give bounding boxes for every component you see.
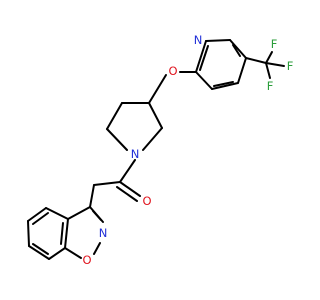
bond xyxy=(27,207,47,222)
bond xyxy=(229,39,247,59)
bond xyxy=(148,74,167,104)
bond xyxy=(211,82,239,90)
bonds xyxy=(27,39,285,260)
bond xyxy=(237,57,247,84)
bond xyxy=(27,220,30,247)
bond xyxy=(195,40,207,73)
bond xyxy=(199,45,209,71)
bond xyxy=(265,62,271,79)
bond xyxy=(28,245,50,260)
bond xyxy=(142,127,163,151)
carbonyl-oxygen-label: O xyxy=(142,194,151,208)
bond xyxy=(93,181,121,186)
pyridine-nitrogen-label: N xyxy=(194,33,203,47)
bond xyxy=(232,44,241,57)
bond xyxy=(64,218,69,249)
structure-canvas: N O N O N O F F F xyxy=(27,33,293,267)
bond xyxy=(119,159,136,183)
bond xyxy=(148,102,163,129)
piperidine-nitrogen-label: N xyxy=(131,147,140,161)
bond xyxy=(265,51,273,64)
bond xyxy=(106,102,123,130)
bond xyxy=(265,62,285,67)
bond xyxy=(45,207,69,220)
bond xyxy=(213,81,234,87)
bond xyxy=(60,222,64,245)
bond xyxy=(64,247,82,259)
ether-oxygen-label: O xyxy=(168,64,177,78)
bond xyxy=(93,242,101,255)
bond xyxy=(119,181,141,197)
bond xyxy=(32,212,49,225)
fluorine-bottom-label: F xyxy=(267,79,274,93)
bond xyxy=(245,57,267,64)
isoxazole-oxygen-label: O xyxy=(82,253,91,267)
bond xyxy=(89,184,95,208)
fluorine-right-label: F xyxy=(287,59,294,73)
molecule-diagram: N O N O N O F F F xyxy=(27,33,293,267)
bond xyxy=(92,210,102,221)
atom-labels: N O N O N O F F F xyxy=(82,33,293,267)
bond xyxy=(32,243,49,255)
bond xyxy=(48,247,66,260)
isoxazole-nitrogen-label: N xyxy=(99,226,108,240)
bond xyxy=(106,128,128,151)
bond xyxy=(67,206,91,220)
fluorine-top-label: F xyxy=(271,37,278,51)
bond xyxy=(205,39,231,42)
bond xyxy=(195,71,213,90)
bond xyxy=(116,186,138,202)
